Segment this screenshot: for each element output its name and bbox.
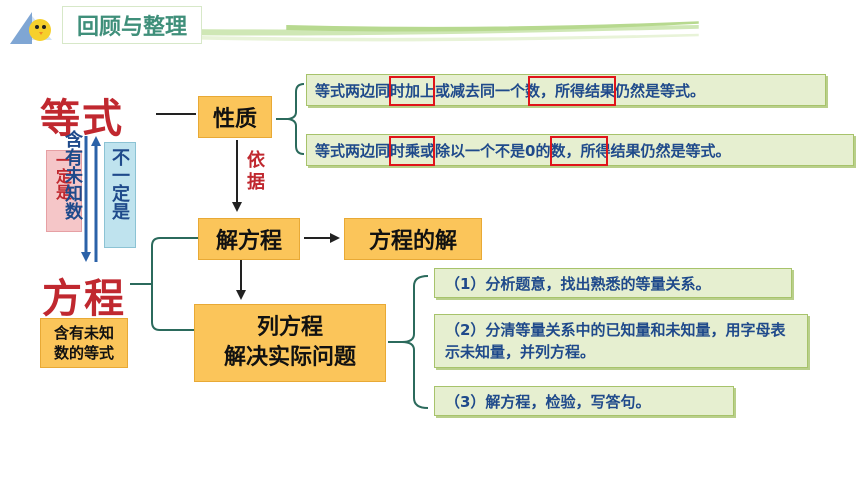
must-contain-text: 一定是: [53, 152, 72, 200]
step-3: （3）解方程，检验，写答句。: [434, 386, 734, 416]
highlight-frame: [528, 76, 616, 106]
highlight-frame: [389, 136, 435, 166]
property-rule-1: 等式两边同时加上或减去同一个数，所得结果仍然是等式。: [306, 74, 826, 106]
property-bracket: [276, 83, 305, 155]
word-problem-line-2: 解决实际问题: [223, 345, 356, 370]
not-necessarily-text: 不一定是: [109, 148, 130, 220]
solution-box: 方程的解: [344, 218, 482, 260]
linear-equation-word: 方程: [42, 275, 126, 322]
basis-label: 依据: [247, 150, 265, 193]
word-problem-box: 列方程 解决实际问题: [194, 304, 386, 382]
word-problem-line-1: 列方程: [256, 315, 323, 340]
property-box: 性质: [198, 96, 272, 138]
steps-bracket: [388, 275, 429, 409]
highlight-frame: [550, 136, 608, 166]
equation-bracket: [130, 237, 198, 331]
not-necessarily-box: [104, 142, 136, 248]
bidirectional-arrows: [81, 136, 101, 262]
section-title: 回顾与整理: [62, 6, 202, 44]
highlight-frame: [389, 76, 435, 106]
header-band: [161, 21, 699, 42]
right-arrow-icon: [304, 233, 340, 243]
equation-word: 等式: [40, 95, 124, 142]
solve-box: 解方程: [198, 218, 300, 260]
chick-mascot-icon: [10, 12, 52, 44]
must-contain-box: [46, 150, 82, 232]
step-2: （2）分清等量关系中的已知量和未知量，用字母表示未知量，并列方程。: [434, 314, 808, 368]
down-arrow-icon: [236, 260, 246, 300]
down-arrow-icon: [232, 140, 242, 212]
contains-unknown-text: 含有未知数: [62, 130, 83, 220]
definition-box: 含有未知数的等式: [40, 318, 128, 368]
step-1: （1）分析题意，找出熟悉的等量关系。: [434, 268, 792, 298]
connector-line: [156, 113, 196, 115]
